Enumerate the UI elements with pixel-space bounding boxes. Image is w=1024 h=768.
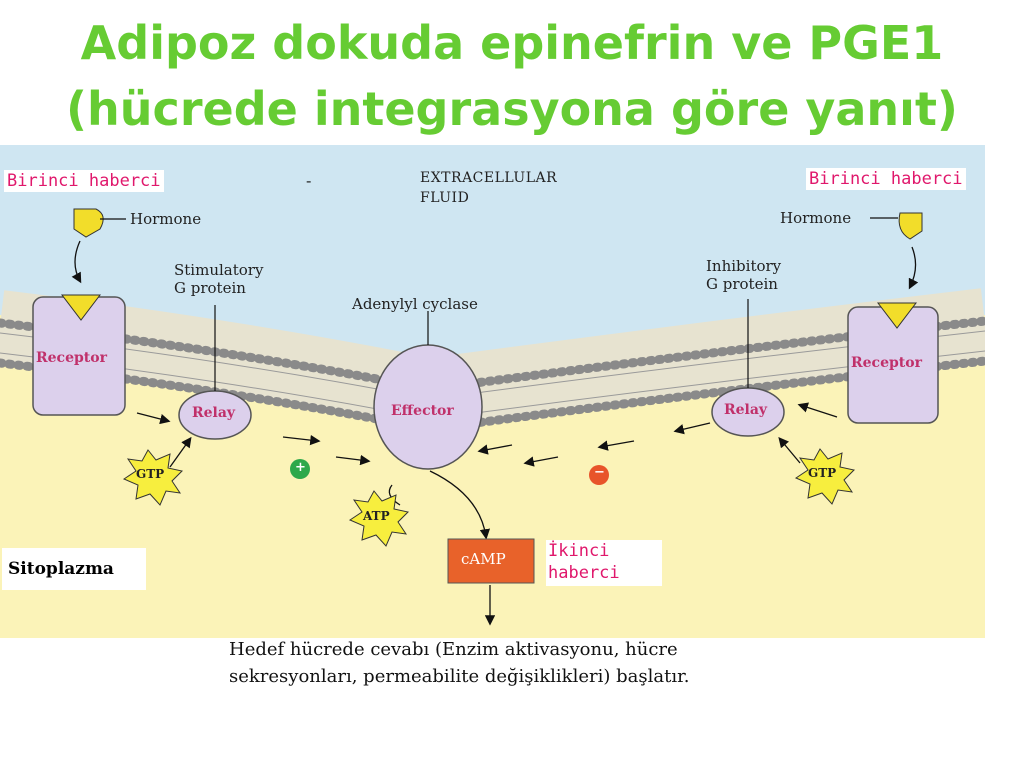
hormone-bound-right-icon xyxy=(876,302,918,329)
signaling-diagram: Birinci haberci Birinci haberci Hormone … xyxy=(0,145,985,638)
diagram-canvas xyxy=(0,145,985,638)
cytoplasm-label: Sitoplazma xyxy=(2,548,146,590)
hormone-bound-left-icon xyxy=(60,294,102,321)
relay-right-label: Relay xyxy=(724,402,768,418)
inhibitory-line2: G protein xyxy=(706,275,778,293)
adenylyl-cyclase-label: Adenylyl cyclase xyxy=(352,295,478,313)
flow-arrows xyxy=(136,402,838,626)
hormone-free-right-icon xyxy=(898,212,923,240)
extracellular-line1: EXTRACELLULAR xyxy=(420,170,558,186)
response-caption: Hedef hücrede cevabı (Enzim aktivasyonu,… xyxy=(229,636,689,690)
stimulatory-line2: G protein xyxy=(174,279,246,297)
first-messenger-left-label: Birinci haberci xyxy=(4,170,164,192)
gtp-left-label: GTP xyxy=(136,467,165,481)
minus-sign: − xyxy=(594,465,605,480)
stimulatory-line1: Stimulatory xyxy=(174,261,264,279)
arrow-hormone-right xyxy=(908,246,919,290)
second-messenger-line1: İkinci xyxy=(548,541,610,561)
hormone-right-label: Hormone xyxy=(780,209,852,227)
inhibitory-line1: Inhibitory xyxy=(706,257,782,275)
second-messenger-line2: haberci xyxy=(548,563,620,583)
response-line2: sekresyonları, permeabilite değişiklikle… xyxy=(229,666,690,687)
inhibition-minus-icon xyxy=(589,465,609,485)
minus-top-label: - xyxy=(306,171,312,190)
receptor-right-label: Receptor xyxy=(851,355,922,371)
slide-title-line1: Adipoz dokuda epinefrin ve PGE1 xyxy=(80,16,944,70)
slide-title-line2: (hücrede integrasyona göre yanıt) xyxy=(66,82,958,136)
receptor-left-label: Receptor xyxy=(36,350,107,366)
effector-label: Effector xyxy=(391,403,454,419)
hormone-free-left-icon xyxy=(73,208,104,238)
relay-left-label: Relay xyxy=(192,405,236,421)
response-line1: Hedef hücrede cevabı (Enzim aktivasyonu,… xyxy=(229,639,678,660)
arrow-hormone-left xyxy=(71,240,82,284)
plus-sign: + xyxy=(295,460,306,475)
atp-label: ATP xyxy=(363,509,390,523)
gtp-left-burst xyxy=(122,449,184,506)
gtp-right-burst xyxy=(794,448,856,505)
hormone-left-label: Hormone xyxy=(130,210,202,228)
gtp-right-label: GTP xyxy=(808,466,837,480)
first-messenger-right-label: Birinci haberci xyxy=(806,168,966,190)
stimulation-plus-icon xyxy=(290,459,310,479)
camp-label: cAMP xyxy=(461,550,506,568)
extracellular-line2: FLUID xyxy=(420,190,470,206)
atp-burst xyxy=(348,490,410,547)
camp-box xyxy=(447,538,535,584)
second-messenger-label: İkinci haberci xyxy=(546,540,662,586)
